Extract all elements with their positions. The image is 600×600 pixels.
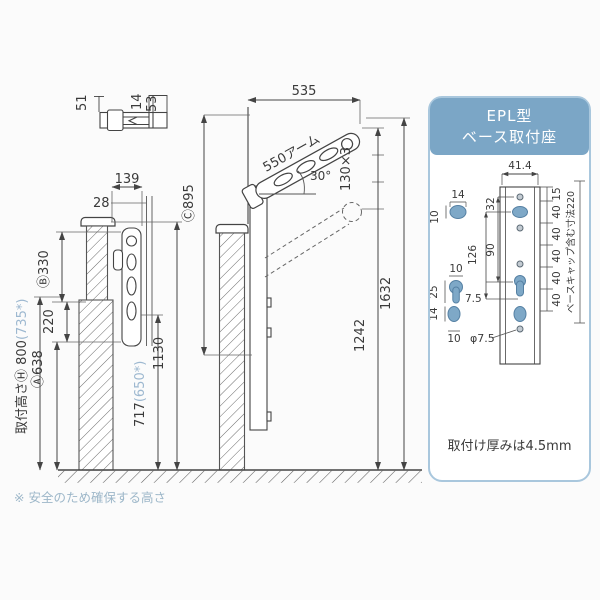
pitch-chain bbox=[540, 180, 585, 324]
center-elevation bbox=[201, 97, 410, 471]
pole-cap-center bbox=[215, 223, 249, 234]
dim-28: 28 bbox=[93, 196, 110, 211]
detail-top-hole: 14 10 bbox=[430, 189, 467, 224]
svg-text:10: 10 bbox=[449, 263, 462, 275]
svg-text:15: 15 bbox=[551, 187, 563, 200]
dim-1130: 1130 bbox=[152, 337, 167, 370]
svg-text:10: 10 bbox=[447, 333, 460, 345]
svg-text:40: 40 bbox=[551, 293, 563, 306]
panel-header: EPL型 ベース取付座 bbox=[430, 98, 589, 155]
dim-220: 220 bbox=[42, 309, 57, 334]
dim-32: 32 bbox=[485, 197, 497, 210]
hole-keyhole-blue bbox=[514, 275, 526, 297]
angle-construction bbox=[259, 170, 316, 195]
panel-thickness-note: 取付け厚みは4.5mm bbox=[447, 439, 572, 454]
detail-keyhole-slot: 10 25 7.5 bbox=[430, 263, 482, 305]
dim-53-plan: 53 bbox=[145, 95, 160, 112]
plate-holes bbox=[512, 193, 528, 333]
dim-51: 51 bbox=[75, 94, 90, 111]
dim-side-total: ベースキャップ含む寸法220 bbox=[565, 191, 577, 313]
hole-oval-blue bbox=[512, 206, 528, 218]
arm bbox=[241, 132, 361, 209]
svg-text:40: 40 bbox=[551, 271, 563, 284]
svg-text:10: 10 bbox=[430, 210, 441, 223]
svg-text:40: 40 bbox=[551, 205, 563, 218]
dim-126: 126 bbox=[467, 245, 479, 265]
dim-139: 139 bbox=[115, 172, 140, 187]
panel-title-line1: EPL型 bbox=[486, 107, 533, 126]
pole-center bbox=[218, 232, 246, 471]
hole-oval-blue bbox=[513, 306, 527, 322]
dim-mounting-height: 取付高さⒽ 800(735*) bbox=[14, 299, 30, 434]
base-plate-drawing: 41.4 15 40 40 40 40 40 ベースキャップ含む寸法220 bbox=[430, 160, 585, 365]
svg-text:40: 40 bbox=[551, 227, 563, 240]
dim-90: 90 bbox=[485, 243, 497, 256]
footnote: ※ 安全のため確保する高さ bbox=[14, 490, 166, 505]
dashed-arm-position bbox=[264, 202, 362, 278]
hole-small bbox=[516, 193, 524, 201]
dim-1242: 1242 bbox=[353, 319, 368, 352]
svg-text:40: 40 bbox=[551, 249, 563, 262]
plan-detail bbox=[94, 95, 168, 132]
ground bbox=[58, 469, 422, 483]
svg-text:7.5: 7.5 bbox=[465, 293, 482, 305]
dim-535: 535 bbox=[292, 84, 317, 99]
dim-phi-7-5: φ7.5 bbox=[470, 329, 517, 345]
svg-text:14: 14 bbox=[451, 189, 465, 201]
spec-panel: EPL型 ベース取付座 bbox=[428, 96, 591, 482]
dim-b330: Ⓑ330 bbox=[37, 250, 52, 288]
left-elevation bbox=[34, 184, 182, 471]
hole-small bbox=[516, 325, 524, 333]
stowed-arm-plate bbox=[112, 227, 142, 347]
pole-cap bbox=[80, 216, 116, 227]
mount-rail bbox=[249, 185, 272, 431]
panel-title-line2: ベース取付座 bbox=[461, 127, 558, 146]
hole-small bbox=[516, 260, 524, 268]
wall-section bbox=[78, 299, 114, 471]
svg-text:φ7.5: φ7.5 bbox=[470, 332, 495, 345]
hole-small bbox=[516, 224, 524, 232]
dim-c895: Ⓒ895 bbox=[182, 184, 197, 222]
svg-text:14: 14 bbox=[430, 307, 440, 321]
detail-bottom-hole: 14 10 bbox=[430, 306, 461, 345]
pitch-labels: 15 40 40 40 40 40 bbox=[551, 187, 563, 306]
dim-14-plan: 14 bbox=[130, 93, 145, 110]
dim-717: 717(650*) bbox=[133, 361, 148, 427]
dim-130x3: 130×3 bbox=[339, 147, 354, 191]
dim-angle-30: 30° bbox=[310, 169, 331, 183]
dim-1632: 1632 bbox=[379, 277, 394, 310]
dim-41-4: 41.4 bbox=[508, 160, 532, 172]
dim-a638: Ⓐ638 bbox=[31, 350, 46, 388]
svg-text:25: 25 bbox=[430, 285, 440, 298]
